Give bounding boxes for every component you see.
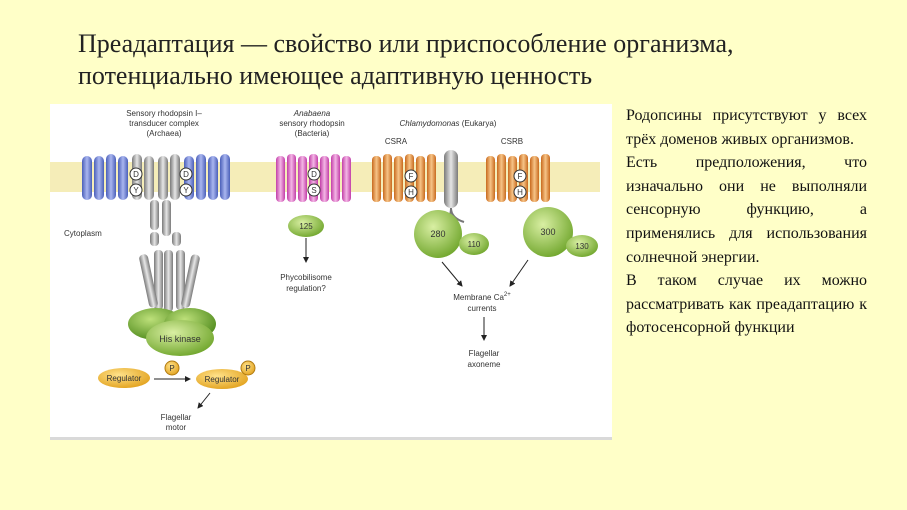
csra-label: CSRA (385, 137, 408, 146)
regulator-right: Regulator P (196, 360, 256, 389)
phosphate-label: P (169, 364, 174, 373)
residue-y-label: Y (183, 186, 189, 195)
anabaena-label-1: Anabaena (293, 109, 331, 118)
title-line-1: Преадаптация — свойство или приспособлен… (78, 29, 734, 58)
membrane-ca-text: Membrane Ca (453, 293, 504, 302)
domain-300-label: 300 (540, 227, 555, 237)
residue-s-label: S (311, 186, 316, 195)
residue-d-label: D (133, 170, 139, 179)
membrane-ca-label-1: Membrane Ca2+ (453, 292, 511, 302)
domain-125-label: 125 (299, 222, 313, 231)
domain-280-label: 280 (430, 229, 445, 239)
archaea-label-1: Sensory rhodopsin I– (126, 109, 202, 118)
motor-arrow (197, 392, 211, 409)
residue-d-label: D (311, 170, 317, 179)
his-kinase-label: His kinase (159, 334, 201, 344)
archaea-label-2: transducer complex (129, 119, 199, 128)
regulator-left: Regulator P (98, 360, 180, 388)
archaea-rhodopsin-helices (82, 154, 230, 200)
residue-y-label: Y (133, 186, 139, 195)
paragraph-2: Есть предположения, что изначально они н… (626, 154, 867, 266)
rhodopsin-figure: D Y D Y His kinase (50, 104, 612, 440)
membrane-ca-superscript: 2+ (504, 292, 511, 298)
regulator-label: Regulator (107, 374, 142, 383)
figure-bottom-border (50, 437, 612, 440)
residue-d-label: D (183, 170, 189, 179)
cytoplasm-label: Cytoplasm (64, 229, 102, 238)
csra-domains: 280 110 (414, 210, 489, 258)
his-kinase: His kinase (128, 308, 216, 356)
axoneme-label-2: axoneme (468, 360, 501, 369)
csrb-domains: 300 130 (523, 207, 598, 257)
anabaena-label-3: (Bacteria) (295, 129, 330, 138)
archaea-residue-markers: D Y D Y (129, 167, 193, 197)
transducer-stalk (139, 200, 200, 312)
anabaena-rhodopsin-helices: D S (276, 154, 351, 202)
flagellar-motor-label-1: Flagellar (161, 413, 192, 422)
residue-f-label: F (409, 172, 414, 181)
anabaena-transducer-125: 125 (288, 215, 324, 237)
domain-130-label: 130 (575, 242, 589, 251)
phycobilisome-label-2: regulation? (286, 284, 326, 293)
membrane-ca-label-2: currents (468, 304, 497, 313)
axoneme-label-1: Flagellar (469, 349, 500, 358)
flagellar-motor-label-2: motor (166, 423, 187, 432)
residue-f-label: F (518, 172, 523, 181)
chlamydomonas-label: Chlamydomonas (Eukarya) (400, 119, 497, 128)
rhodopsin-diagram: D Y D Y His kinase (50, 109, 612, 440)
domain-110-label: 110 (468, 240, 481, 249)
csrb-label: CSRB (501, 137, 523, 146)
csrb-arrow (509, 259, 529, 287)
csrb-helices: F H (486, 154, 550, 202)
slide-title: Преадаптация — свойство или приспособлен… (78, 28, 878, 92)
title-line-2: потенциально имеющее адаптивную ценность (78, 61, 593, 90)
phosphate-label: P (245, 364, 250, 373)
residue-h-label: H (408, 188, 414, 197)
archaea-label-3: (Archaea) (146, 129, 181, 138)
side-text: Родопсины присутствуют у всех трёх домен… (626, 104, 867, 340)
paragraph-1: Родопсины присутствуют у всех трёх домен… (626, 107, 867, 148)
csra-helices: F H (372, 154, 436, 202)
anabaena-label-2: sensory rhodopsin (279, 119, 344, 128)
csra-arrow (441, 261, 463, 287)
paragraph-3: В таком случае их можно рассматривать ка… (626, 272, 867, 337)
regulator-label: Regulator (205, 375, 240, 384)
chlamydomonas-domain: (Eukarya) (460, 119, 497, 128)
phycobilisome-label-1: Phycobilisome (280, 273, 332, 282)
chlamydomonas-name: Chlamydomonas (400, 119, 460, 128)
residue-h-label: H (517, 188, 523, 197)
